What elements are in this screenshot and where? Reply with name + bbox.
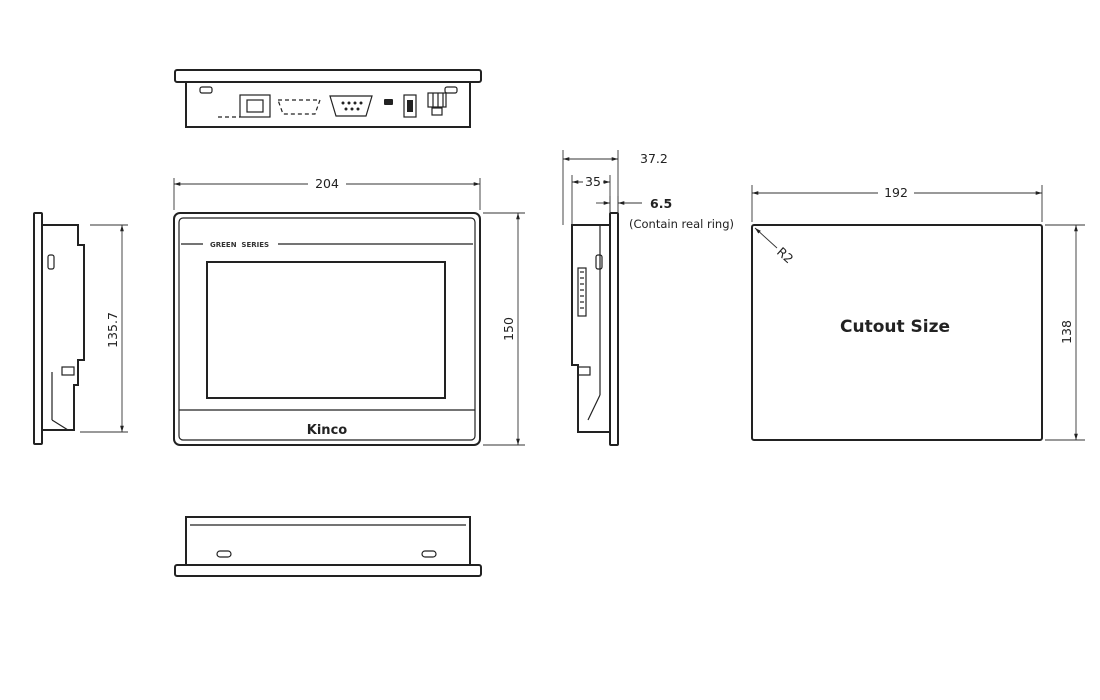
- left-side-view: [33, 212, 85, 445]
- brand-logo: Kinco: [307, 423, 347, 438]
- dim-corner-radius: R2: [754, 227, 796, 266]
- dim-width-front: 204: [173, 176, 481, 210]
- mini-usb-port-icon: [384, 99, 393, 105]
- bottom-view: [174, 516, 482, 577]
- dim-label-r2: R2: [774, 244, 796, 266]
- front-view: GREEN SERIES Kinco: [173, 212, 481, 446]
- dim-label-6-5: 6.5: [650, 196, 672, 211]
- dim-body-depth: 35: [571, 174, 611, 225]
- dim-ring: 6.5 (Contain real ring): [596, 196, 734, 231]
- ring-note: (Contain real ring): [629, 217, 734, 231]
- db9-port-icon: [329, 95, 373, 117]
- dim-height-side: 135.7: [80, 224, 128, 433]
- dim-label-35: 35: [585, 174, 601, 189]
- top-view: [174, 69, 482, 128]
- serial-port-outline-icon: [277, 99, 321, 115]
- usb-port-icon: [403, 94, 417, 118]
- cutout-view: Cutout Size: [751, 224, 1043, 441]
- right-side-view: [571, 212, 619, 446]
- dim-cutout-height: 138: [1045, 224, 1085, 441]
- dim-label-204: 204: [315, 176, 339, 191]
- lan-port-icon: [218, 94, 271, 118]
- cutout-title: Cutout Size: [840, 317, 950, 337]
- dim-label-135-7: 135.7: [105, 312, 120, 348]
- power-terminal-icon: [427, 92, 447, 116]
- dim-label-37-2: 37.2: [640, 151, 668, 166]
- dim-label-192: 192: [884, 185, 908, 200]
- dim-label-150: 150: [501, 317, 516, 341]
- dim-cutout-width: 192: [751, 185, 1043, 222]
- dim-height-front: 150: [483, 212, 525, 446]
- series-label: GREEN SERIES: [210, 241, 269, 249]
- dim-label-138: 138: [1059, 320, 1074, 344]
